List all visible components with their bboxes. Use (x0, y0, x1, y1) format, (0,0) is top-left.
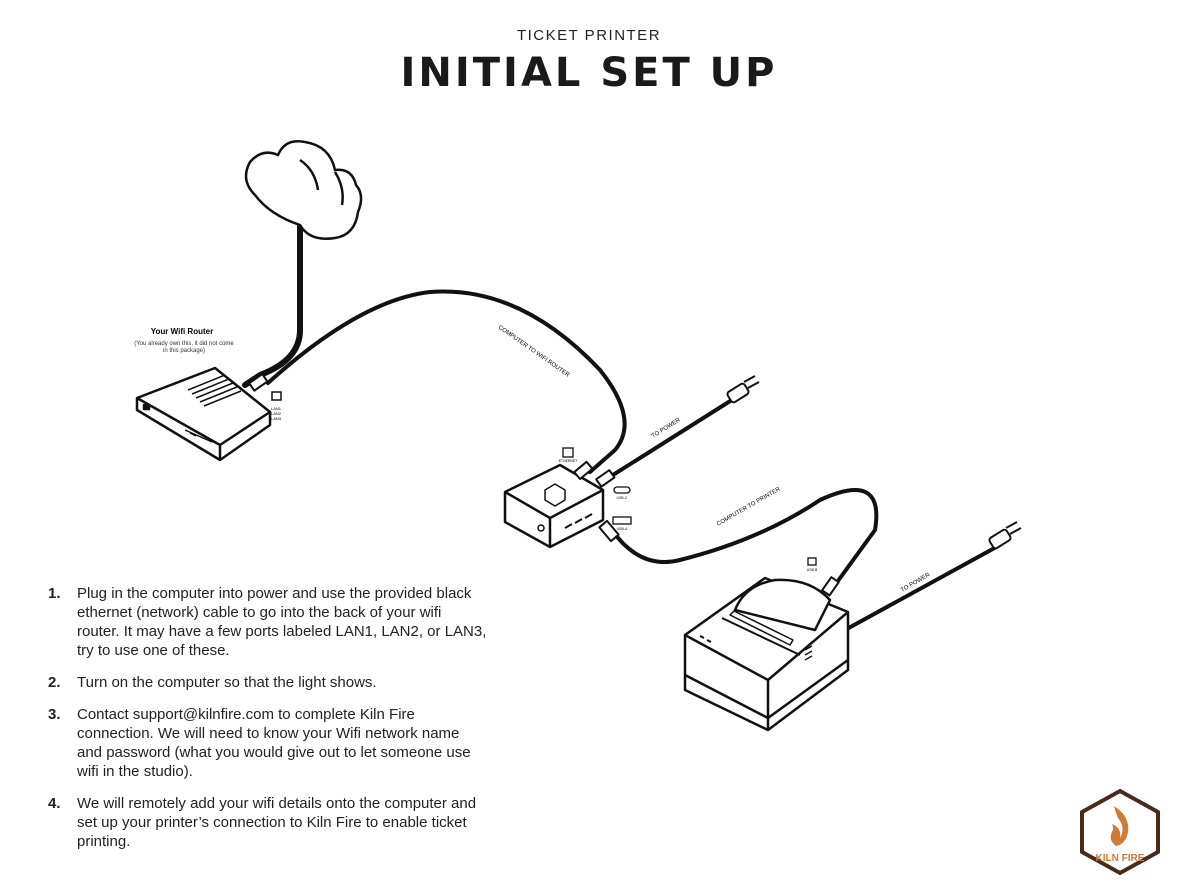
usba-port-icon (612, 516, 632, 525)
power-plug-icon-1 (726, 375, 760, 404)
cable-label-computer-printer: COMPUTER TO PRINTER (716, 486, 782, 528)
lan-port-label-3: LAN3 (271, 416, 282, 421)
step-number: 4. (48, 795, 61, 812)
usbc-plug-icon (595, 469, 616, 488)
usba-plug-icon (598, 519, 620, 543)
lan-port-icon (271, 391, 282, 401)
power-plug-icon-2 (988, 521, 1022, 550)
router-note-line1: (You already own this, it did not come (134, 341, 234, 347)
ethernet-plug-router-icon (248, 373, 269, 392)
flame-icon (1110, 806, 1129, 846)
usbc-port-label: USB-C (617, 496, 628, 500)
computer-power-cable (603, 396, 737, 482)
step-text: Contact support@kilnfire.com to complete… (77, 706, 471, 780)
usbb-plug-icon (821, 576, 840, 597)
step-number: 2. (48, 674, 61, 691)
router-icon (135, 366, 272, 462)
ethernet-plug-computer-icon (573, 460, 594, 480)
computer-router-cable (266, 289, 627, 474)
printer-power-cable (843, 543, 1002, 632)
ethernet-port-label: ETHERNET (559, 459, 579, 463)
cloud-icon (244, 140, 363, 240)
usba-port-label: USB-A (617, 527, 628, 531)
usbb-port-label: USB B (807, 568, 818, 572)
ethernet-port-icon (562, 447, 574, 458)
lan-port-label-2: LAN2 (271, 411, 282, 416)
step-item: 2. Turn on the computer so that the light… (48, 673, 488, 692)
page-subtitle: TICKET PRINTER (516, 27, 662, 44)
usbb-port-icon (807, 557, 817, 566)
step-item: 1. Plug in the computer into power and us… (48, 584, 488, 660)
cloud-router-cable (242, 212, 303, 388)
lan-port-label-1: LAN1 (271, 406, 282, 411)
step-text: Turn on the computer so that the light s… (77, 674, 377, 691)
setup-steps: 1. Plug in the computer into power and us… (48, 584, 488, 864)
step-text: We will remotely add your wifi details o… (77, 795, 477, 850)
port-icons (562, 447, 817, 566)
step-item: 4. We will remotely add your wifi details… (48, 794, 488, 851)
computer-icon (503, 463, 605, 549)
step-number: 3. (48, 706, 61, 723)
router-note-line2: in this package) (163, 348, 205, 354)
logo-text: KILN FIRE (1096, 853, 1145, 864)
computer-printer-cable (610, 488, 879, 587)
step-item: 3. Contact support@kilnfire.com to comple… (48, 705, 488, 781)
usbc-port-icon (613, 486, 631, 494)
router-title: Your Wifi Router (151, 327, 213, 336)
page-title: INITIAL SET UP (400, 50, 778, 96)
printer-icon (683, 576, 850, 732)
kiln-fire-logo: KILN FIRE (1080, 788, 1160, 876)
step-number: 1. (48, 585, 61, 602)
step-text: Plug in the computer into power and use … (77, 585, 487, 659)
